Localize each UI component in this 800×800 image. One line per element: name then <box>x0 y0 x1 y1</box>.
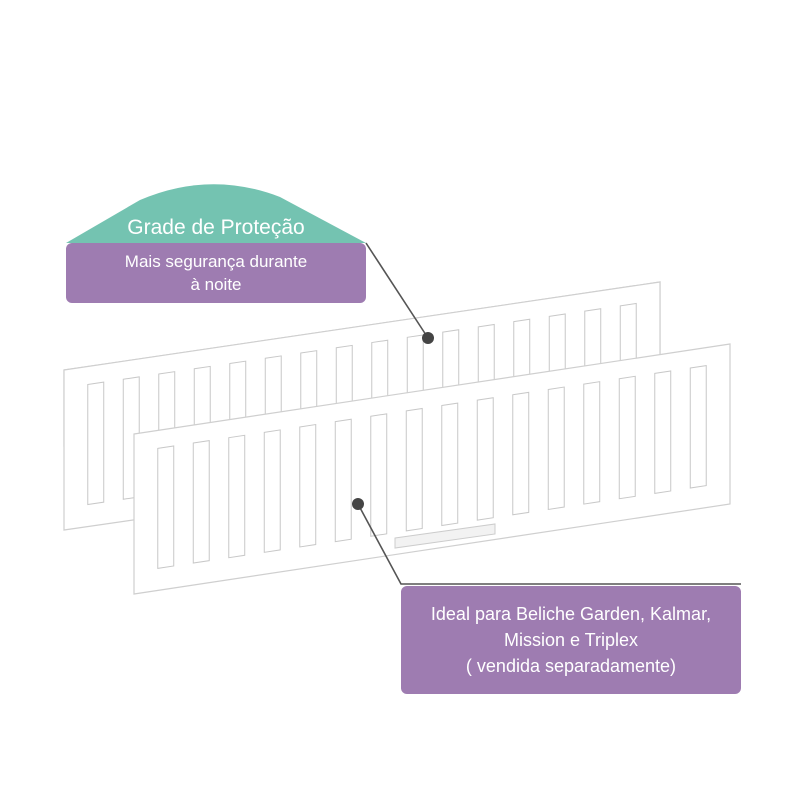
callout-top-title: Grade de Proteção <box>127 216 305 239</box>
rail-slat-opening <box>654 370 672 494</box>
rail-slat-opening <box>87 381 105 506</box>
rail-slat-opening <box>547 386 565 511</box>
rail-slat-opening <box>441 402 459 527</box>
rail-slat-opening <box>476 397 494 521</box>
rail-slat-opening <box>370 413 388 537</box>
callout-bottom-text: Ideal para Beliche Garden, Kalmar, Missi… <box>401 586 741 694</box>
callout-bottom-box <box>401 586 741 694</box>
rail-connector-bracket <box>394 523 496 549</box>
guard-rail-front-slats <box>157 365 707 569</box>
leader-line-top <box>365 242 429 339</box>
rail-slat-opening <box>512 391 530 516</box>
rail-slat-opening <box>334 418 352 543</box>
rail-slat-opening <box>618 375 636 500</box>
callout-top-roof <box>66 184 366 243</box>
pointer-dot-top <box>422 332 434 344</box>
callout-top-subtitle: Mais segurança durante à noite <box>66 244 366 302</box>
pointer-dot-bottom <box>352 498 364 510</box>
rail-slat-opening <box>689 365 707 489</box>
callout-bottom-line3: ( vendida separadamente) <box>465 656 677 676</box>
rail-slat-opening <box>157 445 175 569</box>
callout-bottom-line2: Mission e Triplex <box>503 630 639 650</box>
callout-bottom-line1: Ideal para Beliche Garden, Kalmar, <box>430 604 712 624</box>
guard-rail-front <box>133 343 731 595</box>
callout-top-subtitle-line1: Mais segurança durante <box>124 252 308 271</box>
rail-slat-opening <box>299 423 317 548</box>
callout-top-subtitle-line2: à noite <box>190 275 242 294</box>
rail-slat-opening <box>583 381 601 505</box>
rail-slat-opening <box>263 429 281 553</box>
rail-slat-opening <box>405 407 423 532</box>
rail-slat-opening <box>192 440 210 564</box>
callout-top-box <box>66 243 366 303</box>
leader-line-bottom <box>357 503 741 585</box>
rail-slat-opening <box>228 434 246 559</box>
